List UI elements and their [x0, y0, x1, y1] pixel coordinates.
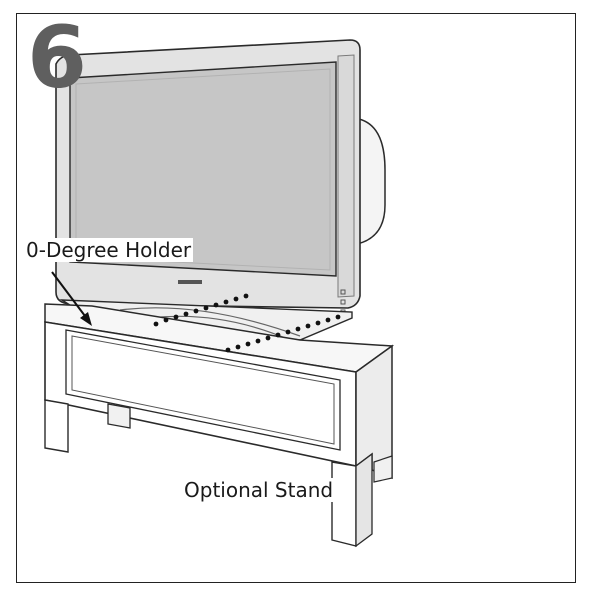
stand-leg-back-left [107, 403, 131, 429]
holder-dotted-lines [153, 293, 341, 353]
stand-leg-front-right [331, 461, 357, 547]
tv-screen [69, 61, 337, 277]
stand-label: Optional Stand [180, 478, 338, 502]
stand-leg-back-right [373, 455, 393, 483]
tv-speaker-right [337, 54, 355, 298]
brand-logo [178, 280, 202, 284]
step-number: 6 [27, 8, 87, 108]
stand-leg-front-left [44, 399, 69, 453]
figure-frame [16, 13, 576, 583]
holder-pointer-arrow [51, 271, 92, 326]
holder-label: 0-Degree Holder [24, 238, 194, 262]
stand-front-panel [65, 329, 341, 451]
